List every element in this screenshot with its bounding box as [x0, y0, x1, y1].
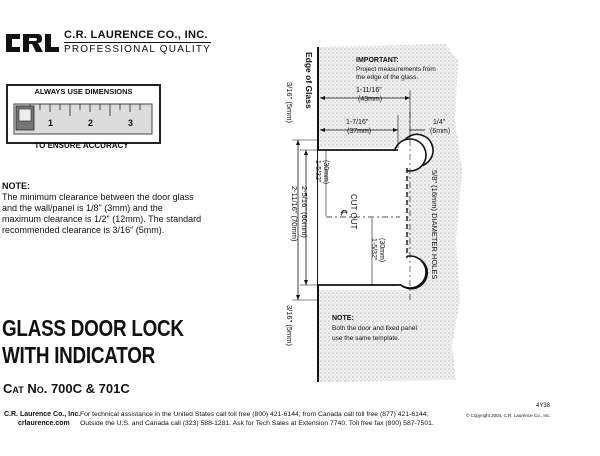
- dim-bottom-clearance: 3/16" (5mm): [285, 305, 294, 347]
- product-title-line2: WITH INDICATOR: [2, 342, 156, 368]
- dimensions-box: ALWAYS USE DIMENSIONS 1 2 3: [6, 84, 161, 144]
- important-text-2: the edge of the glass.: [356, 74, 418, 81]
- footer-support-line2: Outside the U.S. and Canada call (323) 5…: [80, 420, 434, 427]
- footer-company: C.R. Laurence Co., Inc.: [4, 411, 81, 418]
- footer-support-line1: For technical assistance in the United S…: [80, 411, 429, 418]
- ruler-number-1: 1: [48, 118, 53, 128]
- product-title-line1: GLASS DOOR LOCK: [2, 315, 184, 341]
- dim-43mm-mm: (43mm): [358, 96, 382, 103]
- template-note-text-1: Both the door and fixed panel: [332, 325, 417, 332]
- dim-total: 2-11/16" (70mm): [290, 186, 299, 242]
- dim-half-mm: (30mm): [322, 160, 329, 184]
- dim-half2-mm: (30mm): [378, 238, 385, 262]
- dim-half-in: 1-5/32": [314, 160, 321, 183]
- dim-37mm-mm: (37mm): [347, 128, 371, 135]
- company-tagline: PROFESSIONAL QUALITY: [64, 42, 211, 55]
- dim-half2-in: 1-5/32": [370, 238, 377, 261]
- edge-of-glass-label: Edge of Glass: [304, 52, 314, 109]
- important-heading: IMPORTANT:: [356, 57, 399, 64]
- ruler-illustration: 1 2 3: [13, 103, 153, 135]
- clearance-note-text: The minimum clearance between the door g…: [2, 192, 202, 235]
- clearance-note: NOTE: The minimum clearance between the …: [2, 181, 202, 236]
- cutout-fill: [319, 151, 407, 284]
- glass-shaded-area: [318, 44, 462, 382]
- cut-out-label: CUT OUT: [349, 194, 358, 230]
- template-note-text-2: use the same template.: [332, 335, 400, 342]
- catalog-number: Cat No. 700C & 701C: [3, 381, 130, 396]
- crl-logo: [4, 30, 60, 56]
- holes-label: 5/8" (16mm) DIAMETER HOLES: [430, 170, 439, 279]
- template-note-heading: NOTE:: [332, 315, 354, 322]
- company-name: C.R. LAURENCE CO., INC.: [64, 29, 208, 41]
- footer-website[interactable]: crlaurence.com: [18, 420, 70, 427]
- copyright: © Copyright 2004, C.R. Laurence Co., Inc…: [466, 413, 551, 418]
- dim-37mm-in: 1-7/16": [346, 119, 369, 126]
- dim-cut: 2-5/16" (60mm): [300, 186, 309, 238]
- dimensions-bottom-label: TO ENSURE ACCURACY: [34, 141, 129, 150]
- ruler-number-2: 2: [88, 118, 93, 128]
- ruler-number-3: 3: [128, 118, 133, 128]
- clearance-note-heading: NOTE:: [2, 181, 30, 191]
- dim-6mm-mm: (6mm): [430, 128, 450, 135]
- dimensions-top-label: ALWAYS USE DIMENSIONS: [34, 87, 133, 96]
- dim-top-clearance: 3/16" (5mm): [285, 82, 294, 124]
- dim-6mm-in: 1/4": [433, 119, 446, 126]
- center-mark: ℄: [339, 209, 349, 216]
- dim-43mm-in: 1-11/16": [356, 87, 382, 94]
- important-text-1: Project measurements from: [356, 66, 436, 73]
- document-code: 4Y38: [536, 403, 551, 409]
